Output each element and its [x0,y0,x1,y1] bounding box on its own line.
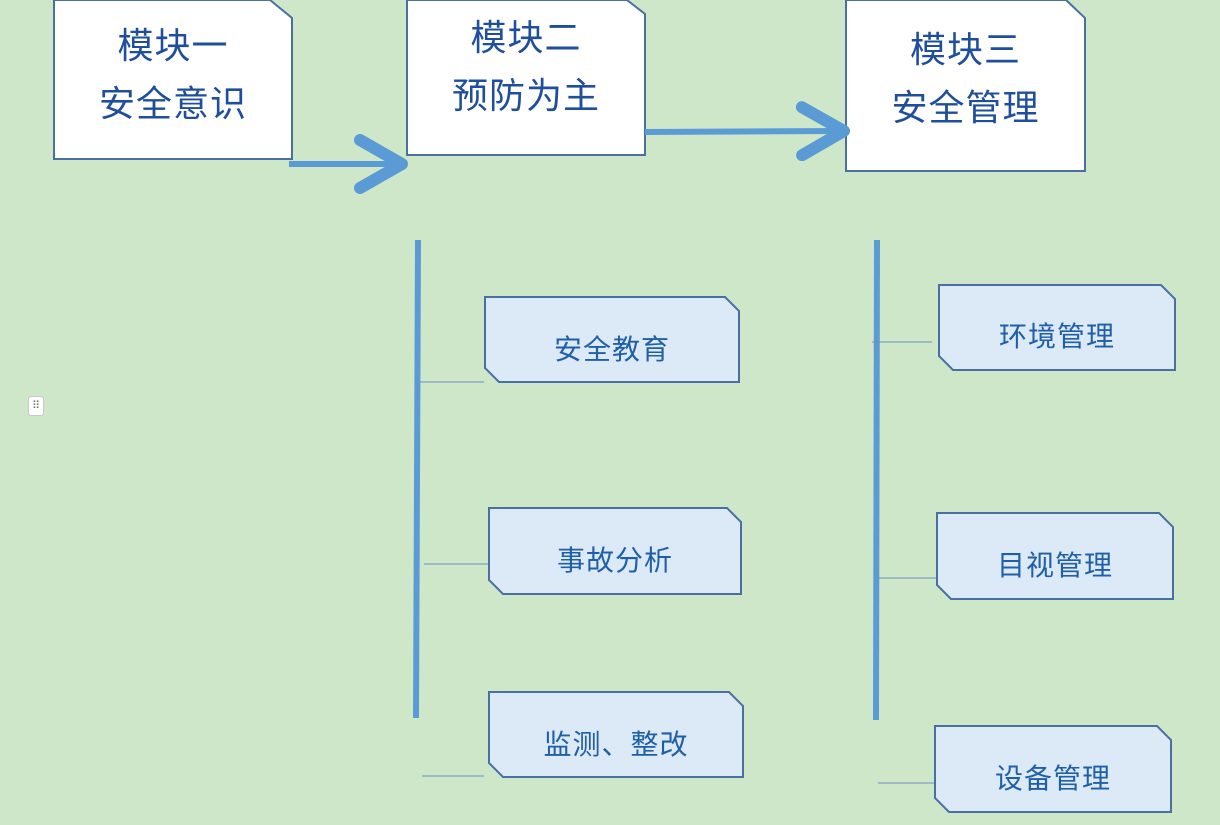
module-1-subtitle: 安全意识 [98,83,247,125]
module-3-label: 模块三 安全管理 [846,22,1085,137]
module-2-title: 模块二 [470,18,582,59]
item-box-accident-analysis[interactable] [488,507,742,595]
item-box-monitor-rectify[interactable] [488,691,744,778]
module-3-title: 模块三 [909,30,1021,71]
item-monitor-rectify: 监测、整改 [543,728,689,761]
module-3-subtitle: 安全管理 [891,87,1040,129]
module-2-label: 模块二 预防为主 [407,10,645,125]
item-visual-mgmt: 目视管理 [996,549,1113,582]
item-box-equipment-mgmt[interactable] [934,725,1172,813]
module-1-label: 模块一 安全意识 [54,18,292,133]
item-accident-analysis: 事故分析 [556,544,673,577]
item-box-safety-education[interactable] [484,296,740,383]
item-safety-education: 安全教育 [553,333,670,366]
module-1-title: 模块一 [117,26,229,67]
module-box-1[interactable] [53,0,293,160]
item-environment-mgmt: 环境管理 [998,320,1115,353]
drag-handle-icon[interactable]: ⠿ [28,396,44,416]
module2-trunk-line [413,239,421,719]
item-box-environment-mgmt[interactable] [938,284,1176,371]
module-box-2[interactable] [406,0,646,156]
module3-trunk-line [873,239,880,721]
module-2-subtitle: 预防为主 [451,75,600,117]
item-box-visual-mgmt[interactable] [936,512,1174,600]
arrow-module2-to-module3 [644,101,850,162]
item-equipment-mgmt: 设备管理 [994,762,1111,795]
